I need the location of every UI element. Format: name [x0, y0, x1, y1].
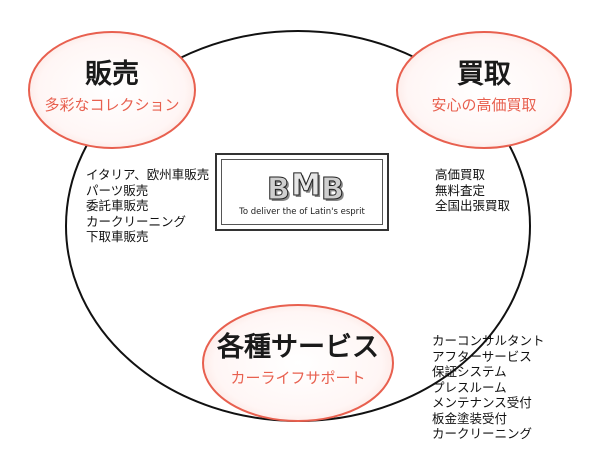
sales-label: 販売 多彩なコレクション [32, 60, 192, 115]
svg-text:M: M [293, 170, 323, 205]
list-item: カーコンサルタント [432, 333, 545, 348]
list-item: 全国出張買取 [435, 198, 511, 213]
company-logo: B B M M B B To deliver the of Latin's es… [215, 153, 389, 231]
list-item: メンテナンス受付 [432, 395, 532, 410]
services-label: 各種サービス カーライフサポート [208, 333, 388, 388]
svg-text:B: B [267, 172, 290, 206]
services-items: カーコンサルタント アフターサービス 保証システム プレスルーム メンテナンス受… [432, 333, 545, 442]
purchase-items: 高価買取 無料査定 全国出張買取 [435, 167, 510, 214]
list-item: アフターサービス [432, 348, 532, 364]
list-item: 高価買取 [435, 167, 486, 182]
list-item: パーツ販売 [86, 182, 149, 198]
bmb-logo-mark: B B M M B B [267, 168, 346, 207]
list-item: 委託車販売 [86, 198, 149, 213]
sales-bubble [28, 31, 196, 149]
list-item: プレスルーム [432, 379, 507, 395]
list-item: カークリーニング [86, 213, 187, 229]
sales-title: 販売 [85, 59, 139, 90]
list-item: 下取車販売 [86, 229, 149, 244]
sales-items: イタリア、欧州車販売 パーツ販売 委託車販売 カークリーニング 下取車販売 [86, 167, 209, 245]
services-title: 各種サービス [217, 332, 379, 363]
purchase-label: 買取 安心の高価買取 [404, 60, 564, 115]
services-subtitle: カーライフサポート [230, 368, 366, 387]
svg-text:B: B [321, 172, 344, 206]
sales-subtitle: 多彩なコレクション [44, 95, 180, 114]
purchase-title: 買取 [457, 59, 511, 90]
list-item: 板金塗装受付 [432, 410, 508, 426]
list-item: カークリーニング [432, 426, 533, 441]
purchase-subtitle: 安心の高価買取 [431, 95, 537, 114]
logo-frame: B B M M B B To deliver the of Latin's es… [221, 159, 383, 225]
purchase-bubble [396, 31, 572, 149]
list-item: 無料査定 [435, 182, 486, 198]
list-item: イタリア、欧州車販売 [86, 167, 210, 182]
svg-text:M: M [291, 168, 321, 203]
logo-tagline: To deliver the of Latin's esprit [239, 207, 365, 217]
svg-text:B: B [269, 174, 292, 206]
services-bubble [202, 304, 394, 422]
svg-text:B: B [323, 174, 346, 206]
list-item: 保証システム [432, 364, 507, 379]
